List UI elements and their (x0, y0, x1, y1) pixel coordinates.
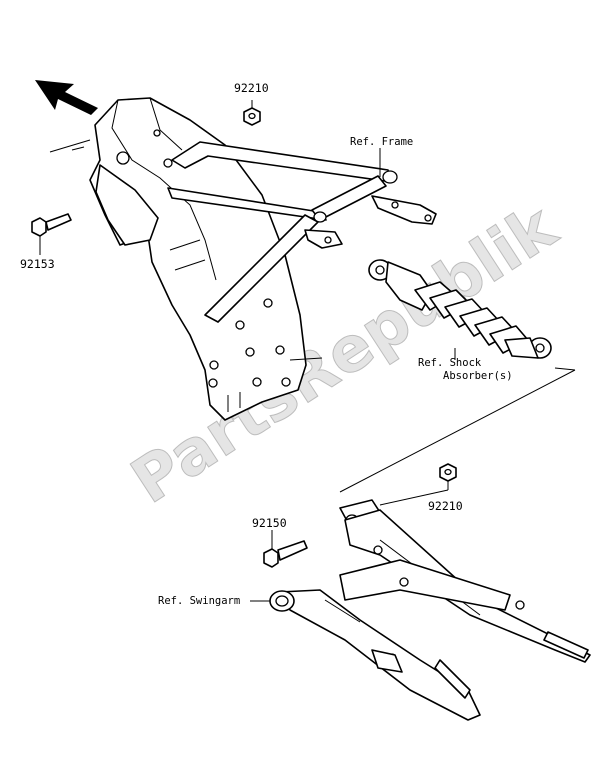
swingarm-drawing (269, 499, 591, 721)
frame-drawing (49, 97, 437, 421)
part-number-92150: 92150 (252, 516, 287, 530)
part-number-92210-top: 92210 (234, 81, 269, 95)
label-ref-shock-line1: Ref. Shock (418, 357, 482, 369)
part-number-92210-swingarm: 92210 (428, 499, 463, 513)
label-ref-swingarm: Ref. Swingarm (158, 595, 240, 607)
leader-lines (39, 100, 576, 602)
front-direction-arrow-icon (35, 80, 98, 115)
nut-top (243, 107, 261, 126)
nut-swingarm (439, 463, 457, 482)
label-ref-frame: Ref. Frame (350, 136, 413, 148)
shock-absorber-drawing (368, 259, 552, 359)
bolt-swingarm (263, 540, 308, 568)
bolt-frame (31, 213, 72, 237)
label-ref-shock-line2: Absorber(s) (443, 370, 513, 382)
part-number-92153: 92153 (20, 257, 55, 271)
